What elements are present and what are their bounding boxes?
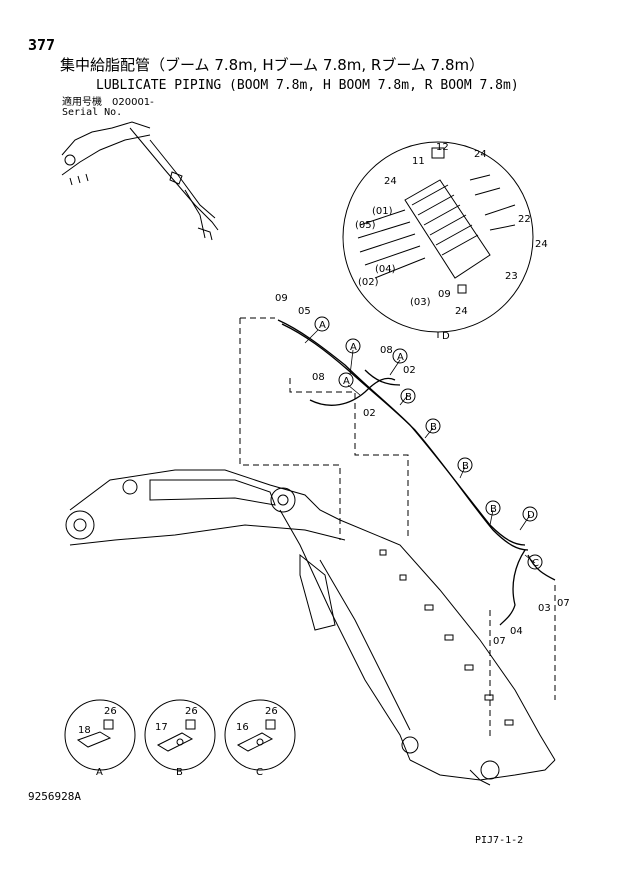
page-reference: PIJ7-1-2 xyxy=(475,835,524,846)
svg-text:A: A xyxy=(350,342,357,353)
svg-text:(03): (03) xyxy=(410,297,431,308)
drawing-number: 9256928A xyxy=(28,790,81,803)
svg-text:D: D xyxy=(527,510,535,521)
svg-text:03: 03 xyxy=(538,603,551,614)
svg-text:B: B xyxy=(405,392,412,403)
lubrication-hoses xyxy=(277,319,556,626)
svg-text:24: 24 xyxy=(535,239,548,250)
svg-text:26: 26 xyxy=(104,706,117,717)
boom-overview-sketch xyxy=(61,121,219,241)
serial-range-label: 適用号機 020001- xyxy=(62,97,154,108)
svg-text:24: 24 xyxy=(455,306,468,317)
svg-text:B: B xyxy=(490,504,497,515)
svg-text:A: A xyxy=(343,376,350,387)
svg-text:B: B xyxy=(176,767,183,778)
svg-text:07: 07 xyxy=(557,598,570,609)
svg-text:23: 23 xyxy=(505,271,518,282)
svg-text:B: B xyxy=(462,461,469,472)
svg-text:D: D xyxy=(442,331,450,342)
svg-text:A: A xyxy=(96,767,103,778)
svg-text:A: A xyxy=(397,352,404,363)
detail-d-view: 11 12 24 24 (01) (05) (04) (02) (03) 09 … xyxy=(342,141,548,342)
svg-text:04: 04 xyxy=(510,626,523,637)
svg-text:02: 02 xyxy=(363,408,376,419)
svg-text:05: 05 xyxy=(298,306,311,317)
svg-text:09: 09 xyxy=(275,293,288,304)
svg-text:C: C xyxy=(532,558,539,569)
clamp-callouts: A A A A B B B B C D xyxy=(314,316,543,570)
svg-text:22: 22 xyxy=(518,214,531,225)
svg-text:16: 16 xyxy=(236,722,249,733)
boom-structure xyxy=(65,469,556,786)
svg-text:07: 07 xyxy=(493,636,506,647)
clamp-detail-a: 18 26 A xyxy=(64,699,136,778)
svg-text:17: 17 xyxy=(155,722,168,733)
svg-text:A: A xyxy=(319,320,326,331)
page-number: 377 xyxy=(28,36,56,54)
svg-text:08: 08 xyxy=(380,345,393,356)
svg-text:11: 11 xyxy=(412,156,425,167)
svg-text:(01): (01) xyxy=(372,206,393,217)
svg-text:26: 26 xyxy=(265,706,278,717)
svg-text:C: C xyxy=(256,767,263,778)
svg-text:(02): (02) xyxy=(358,277,379,288)
svg-text:02: 02 xyxy=(403,365,416,376)
svg-text:B: B xyxy=(430,422,437,433)
svg-text:08: 08 xyxy=(312,372,325,383)
svg-text:26: 26 xyxy=(185,706,198,717)
svg-text:12: 12 xyxy=(436,142,449,153)
svg-text:18: 18 xyxy=(78,725,91,736)
clamp-detail-c: 16 26 C xyxy=(224,699,296,778)
page-title-english: LUBLICATE PIPING (BOOM 7.8m, H BOOM 7.8m… xyxy=(96,78,519,93)
dashed-leader-lines xyxy=(239,317,556,740)
svg-text:(05): (05) xyxy=(355,220,376,231)
svg-text:24: 24 xyxy=(384,176,397,187)
part-number-callouts: 09 05 08 08 02 02 03 07 04 07 xyxy=(275,293,570,647)
serial-number-label: Serial No. xyxy=(62,107,123,118)
svg-text:(04): (04) xyxy=(375,264,396,275)
page-title-japanese: 集中給脂配管（ブーム 7.8m, Hブーム 7.8m, Rブーム 7.8m） xyxy=(60,56,485,74)
svg-text:09: 09 xyxy=(438,289,451,300)
clamp-detail-b: 17 26 B xyxy=(144,699,216,778)
svg-text:24: 24 xyxy=(474,149,487,160)
